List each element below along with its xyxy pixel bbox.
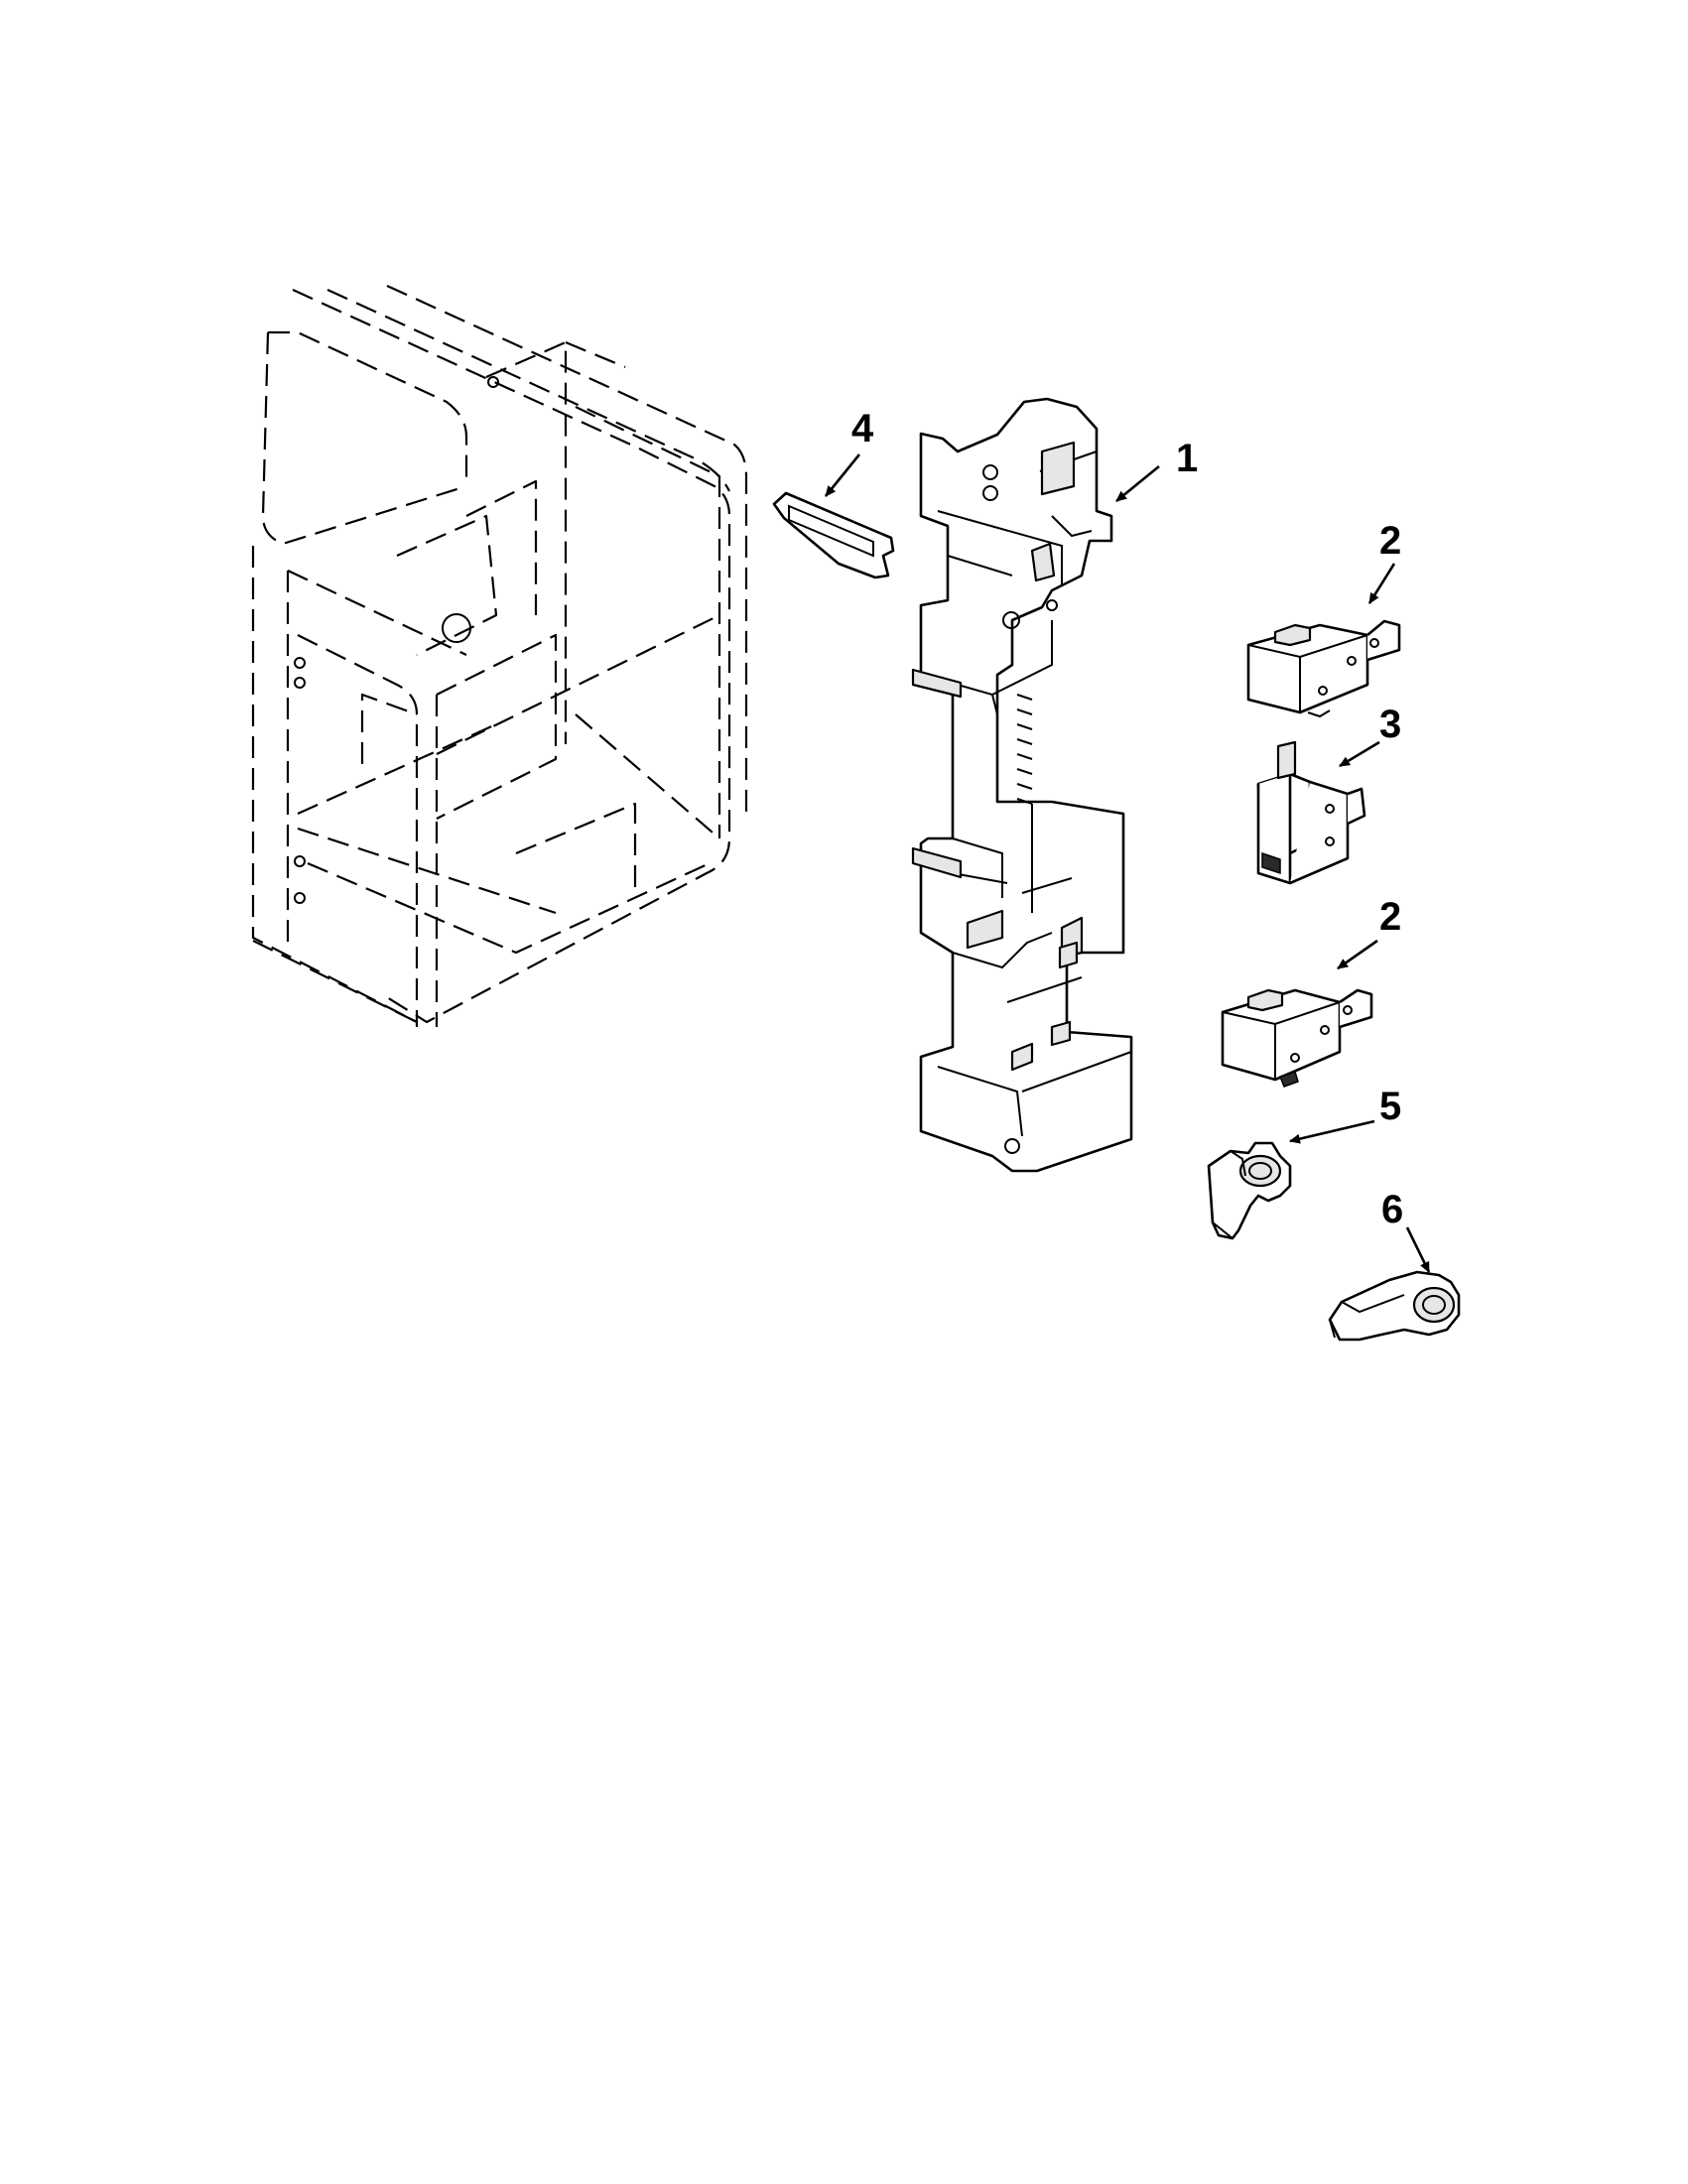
leader-4 <box>824 453 861 497</box>
callout-2-upper: 2 <box>1379 519 1401 563</box>
callout-6: 6 <box>1381 1188 1403 1231</box>
callout-1: 1 <box>1176 437 1198 480</box>
cabinet-phantom-outline <box>251 284 748 1027</box>
leader-2-lower <box>1337 939 1378 970</box>
leader-lines <box>824 453 1431 1273</box>
leader-5 <box>1289 1119 1375 1144</box>
switch-part-2-upper <box>1246 619 1401 718</box>
callout-4: 4 <box>851 407 874 450</box>
callout-3: 3 <box>1379 703 1401 746</box>
callout-2-lower: 2 <box>1379 895 1401 939</box>
switch-part-2-lower <box>1221 988 1373 1088</box>
lever-part-6 <box>1328 1270 1461 1342</box>
leader-2-upper <box>1367 563 1396 604</box>
leader-3 <box>1339 740 1380 768</box>
latch-board-part-1 <box>911 397 1133 1173</box>
lever-part-5 <box>1207 1141 1292 1240</box>
callout-5: 5 <box>1379 1085 1401 1128</box>
leader-1 <box>1115 464 1160 503</box>
leader-6 <box>1405 1226 1431 1273</box>
bracket-part-4 <box>772 491 895 579</box>
switch-part-3 <box>1256 740 1366 885</box>
